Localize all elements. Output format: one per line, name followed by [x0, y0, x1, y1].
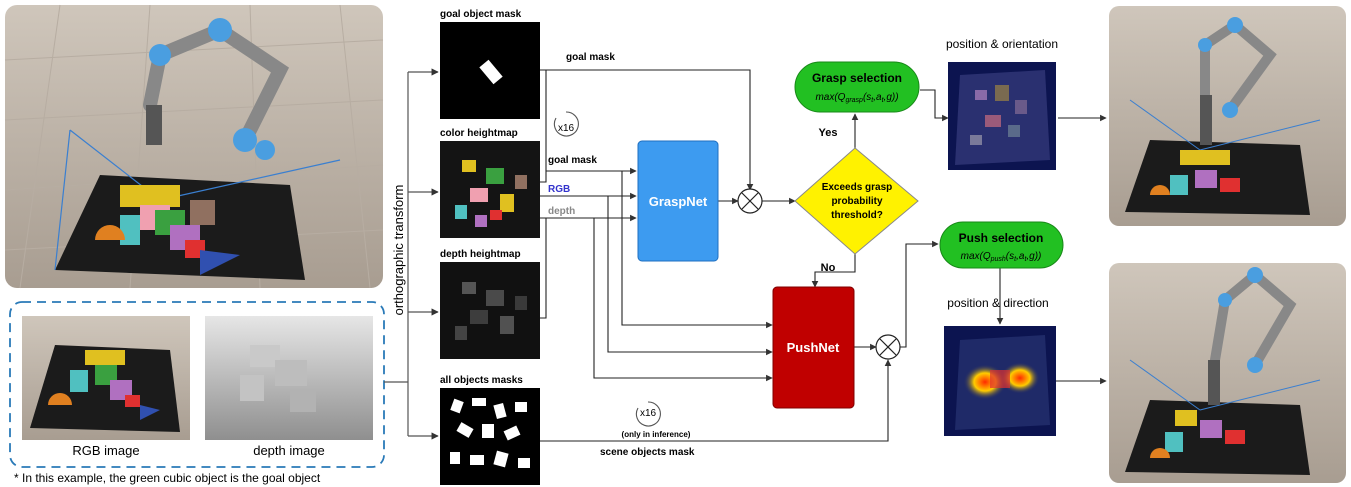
grasp-selection-formula: max(Qgrasp(st,at,g)): [815, 92, 898, 104]
depth-heightmap-label: depth heightmap: [440, 249, 521, 260]
push-output-label: position & direction: [947, 296, 1048, 310]
graspnet-label: GraspNet: [649, 194, 708, 209]
goal-object-mask-label: goal object mask: [440, 9, 522, 20]
repeat-label-bottom: x16: [640, 408, 657, 419]
depth-edge-label: depth: [548, 206, 575, 217]
all-objects-masks-image: [440, 388, 540, 485]
only-in-inference-label: (only in inference): [622, 430, 691, 439]
grasp-selection-block: Grasp selection max(Qgrasp(st,at,g)): [794, 61, 920, 113]
pushnet-label: PushNet: [787, 340, 840, 355]
multiply-node-grasp: [737, 188, 763, 214]
pushnet-block: PushNet: [772, 286, 855, 409]
rgb-edge-label: RGB: [548, 184, 570, 195]
footnote: * In this example, the green cubic objec…: [14, 471, 321, 485]
push-selection-title: Push selection: [959, 231, 1044, 245]
depth-image: [205, 316, 373, 440]
grasp-heatmap-image: [948, 62, 1056, 170]
rgb-image: [22, 316, 190, 440]
robot-scene-image: [4, 4, 384, 289]
repeat-icon-bottom: x16: [635, 401, 661, 427]
yes-label: Yes: [819, 127, 838, 139]
no-label: No: [821, 262, 836, 274]
connectors: [540, 69, 1107, 442]
decision-line-2: probability: [831, 196, 883, 207]
rgb-image-caption: RGB image: [72, 443, 139, 458]
decision-line-1: Exceeds grasp: [822, 182, 893, 193]
repeat-icon-top: x16: [553, 111, 579, 137]
orthographic-transform-label: orthographic transform: [391, 185, 406, 316]
push-heatmap-image: [944, 326, 1056, 436]
depth-heightmap-image: [440, 262, 540, 359]
grasp-result-image: [1109, 6, 1346, 226]
decision-line-3: threshold?: [831, 210, 883, 221]
push-selection-block: Push selection max(Qpush(st,at,g)): [939, 221, 1064, 269]
multiply-node-push: [875, 334, 901, 360]
goal-object-mask-image: [440, 22, 540, 119]
push-selection-formula: max(Qpush(st,at,g)): [961, 251, 1042, 263]
grasp-output-label: position & orientation: [946, 37, 1058, 51]
goal-mask-edge-label-mid: goal mask: [548, 155, 597, 166]
color-heightmap-image: [440, 141, 540, 238]
grasp-selection-title: Grasp selection: [812, 71, 902, 85]
orthographic-transform-arrows: [384, 68, 439, 440]
repeat-label-top: x16: [558, 123, 575, 134]
color-heightmap-label: color heightmap: [440, 128, 518, 139]
all-objects-masks-label: all objects masks: [440, 375, 523, 386]
decision-diamond: Exceeds grasp probability threshold?: [794, 147, 919, 255]
depth-image-caption: depth image: [253, 443, 325, 458]
push-result-image: [1109, 263, 1346, 483]
goal-mask-edge-label-top: goal mask: [566, 52, 615, 63]
camera-images-group: RGB image depth image: [9, 301, 385, 468]
scene-objects-mask-label: scene objects mask: [600, 447, 695, 458]
graspnet-block: GraspNet: [637, 140, 719, 262]
